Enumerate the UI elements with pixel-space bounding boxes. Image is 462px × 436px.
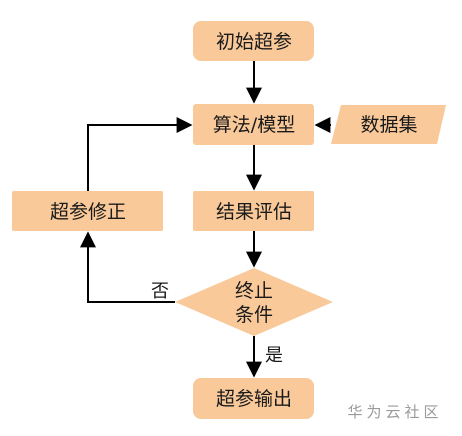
init-hyperparams-label: 初始超参 — [216, 31, 292, 53]
hyperparam-tune-node: 超参修正 — [12, 191, 163, 231]
stop-condition-node: 终止 条件 — [175, 268, 333, 336]
arrow-stop-to-tune — [80, 231, 175, 303]
edge-label-yes: 是 — [265, 345, 283, 366]
init-hyperparams-node: 初始超参 — [193, 21, 314, 61]
hyperparam-tune-label: 超参修正 — [50, 201, 126, 223]
dataset-label: 数据集 — [360, 114, 417, 136]
algorithm-model-node: 算法/模型 — [193, 104, 314, 145]
edge-label-no: 否 — [151, 281, 169, 302]
arrow-tune-to-model — [87, 117, 193, 191]
algorithm-model-label: 算法/模型 — [213, 114, 295, 136]
output-hyperparams-label: 超参输出 — [216, 388, 292, 410]
watermark-text: 华为云社区 — [347, 403, 442, 421]
result-evaluation-node: 结果评估 — [193, 191, 314, 231]
stop-condition-label-line1: 终止 — [235, 280, 273, 302]
output-hyperparams-node: 超参输出 — [193, 378, 314, 419]
dataset-node: 数据集 — [331, 105, 446, 144]
result-evaluation-label: 结果评估 — [216, 201, 292, 223]
stop-condition-label-line2: 条件 — [235, 304, 273, 326]
